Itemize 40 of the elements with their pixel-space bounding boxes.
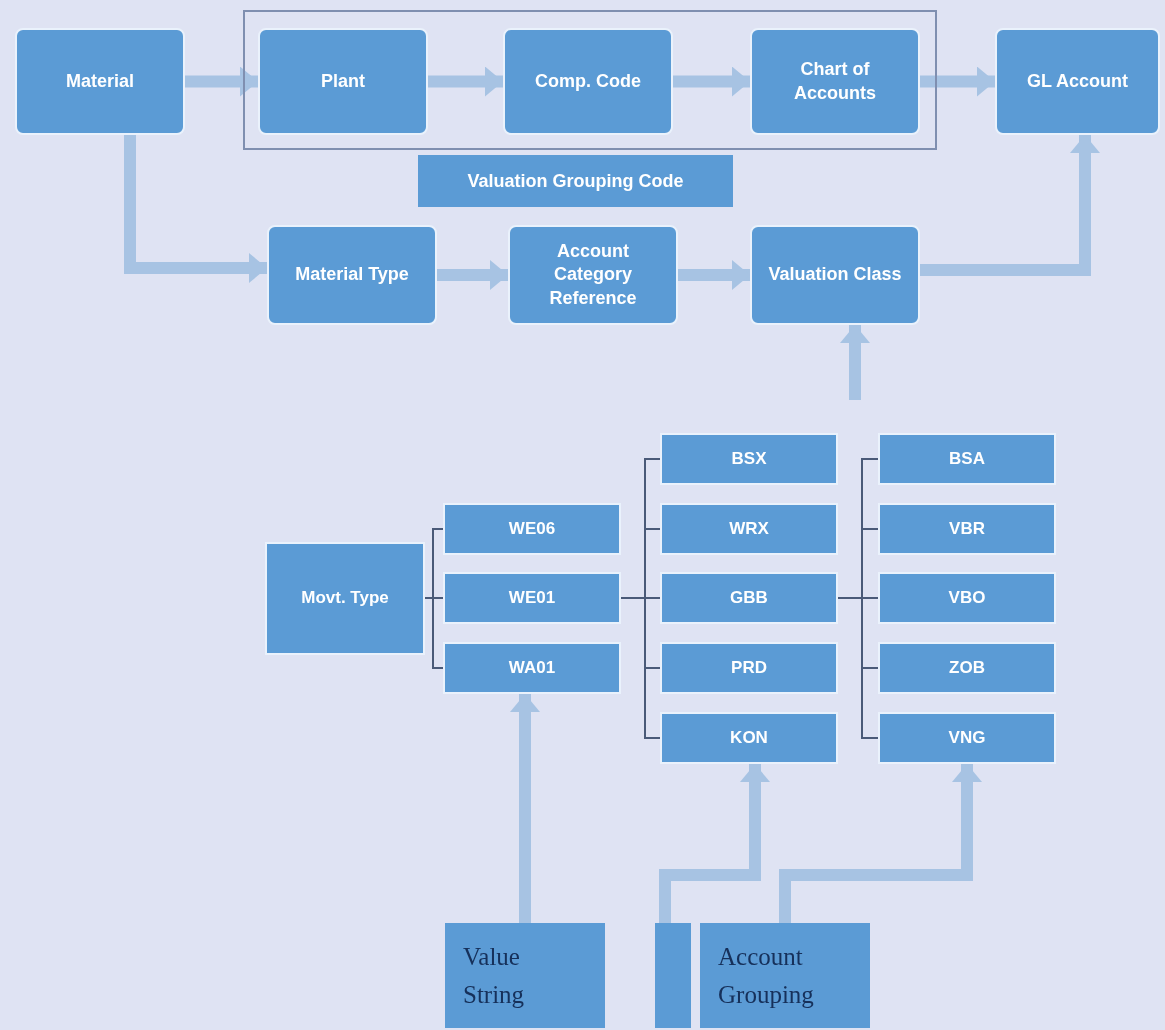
process-box: WE01 (443, 572, 621, 624)
arrow (920, 66, 995, 97)
process-box: KON (660, 712, 838, 764)
process-box: Material Type (267, 225, 437, 325)
process-box: Movt. Type (265, 542, 425, 655)
arrow (779, 764, 982, 923)
arrow (185, 66, 258, 97)
process-box: Account Grouping (700, 923, 870, 1028)
process-box: ZOB (878, 642, 1056, 694)
blank-box (655, 923, 691, 1028)
arrow (920, 135, 1100, 276)
process-box: WA01 (443, 642, 621, 694)
process-box: BSX (660, 433, 838, 485)
process-box: WE06 (443, 503, 621, 555)
process-box: PRD (660, 642, 838, 694)
arrow (428, 66, 503, 97)
arrow (437, 260, 508, 290)
process-box: Valuation Class (750, 225, 920, 325)
process-box: VBR (878, 503, 1056, 555)
connector-line (620, 597, 661, 739)
group-title: Valuation Grouping Code (418, 155, 733, 207)
process-box: WRX (660, 503, 838, 555)
process-box: Account Category Reference (508, 225, 678, 325)
process-box: GBB (660, 572, 838, 624)
arrow (840, 325, 870, 400)
process-box: Value String (445, 923, 605, 1028)
process-box: VBO (878, 572, 1056, 624)
arrow (124, 135, 267, 283)
arrow (510, 694, 540, 923)
process-box: BSA (878, 433, 1056, 485)
arrow (678, 260, 750, 290)
process-box: Plant (258, 28, 428, 135)
process-box: GL Account (995, 28, 1160, 135)
process-box: Material (15, 28, 185, 135)
arrow (673, 66, 750, 97)
arrow (659, 764, 770, 923)
process-box: VNG (878, 712, 1056, 764)
connector-line (837, 597, 879, 739)
process-box: Comp. Code (503, 28, 673, 135)
process-box: Chart of Accounts (750, 28, 920, 135)
